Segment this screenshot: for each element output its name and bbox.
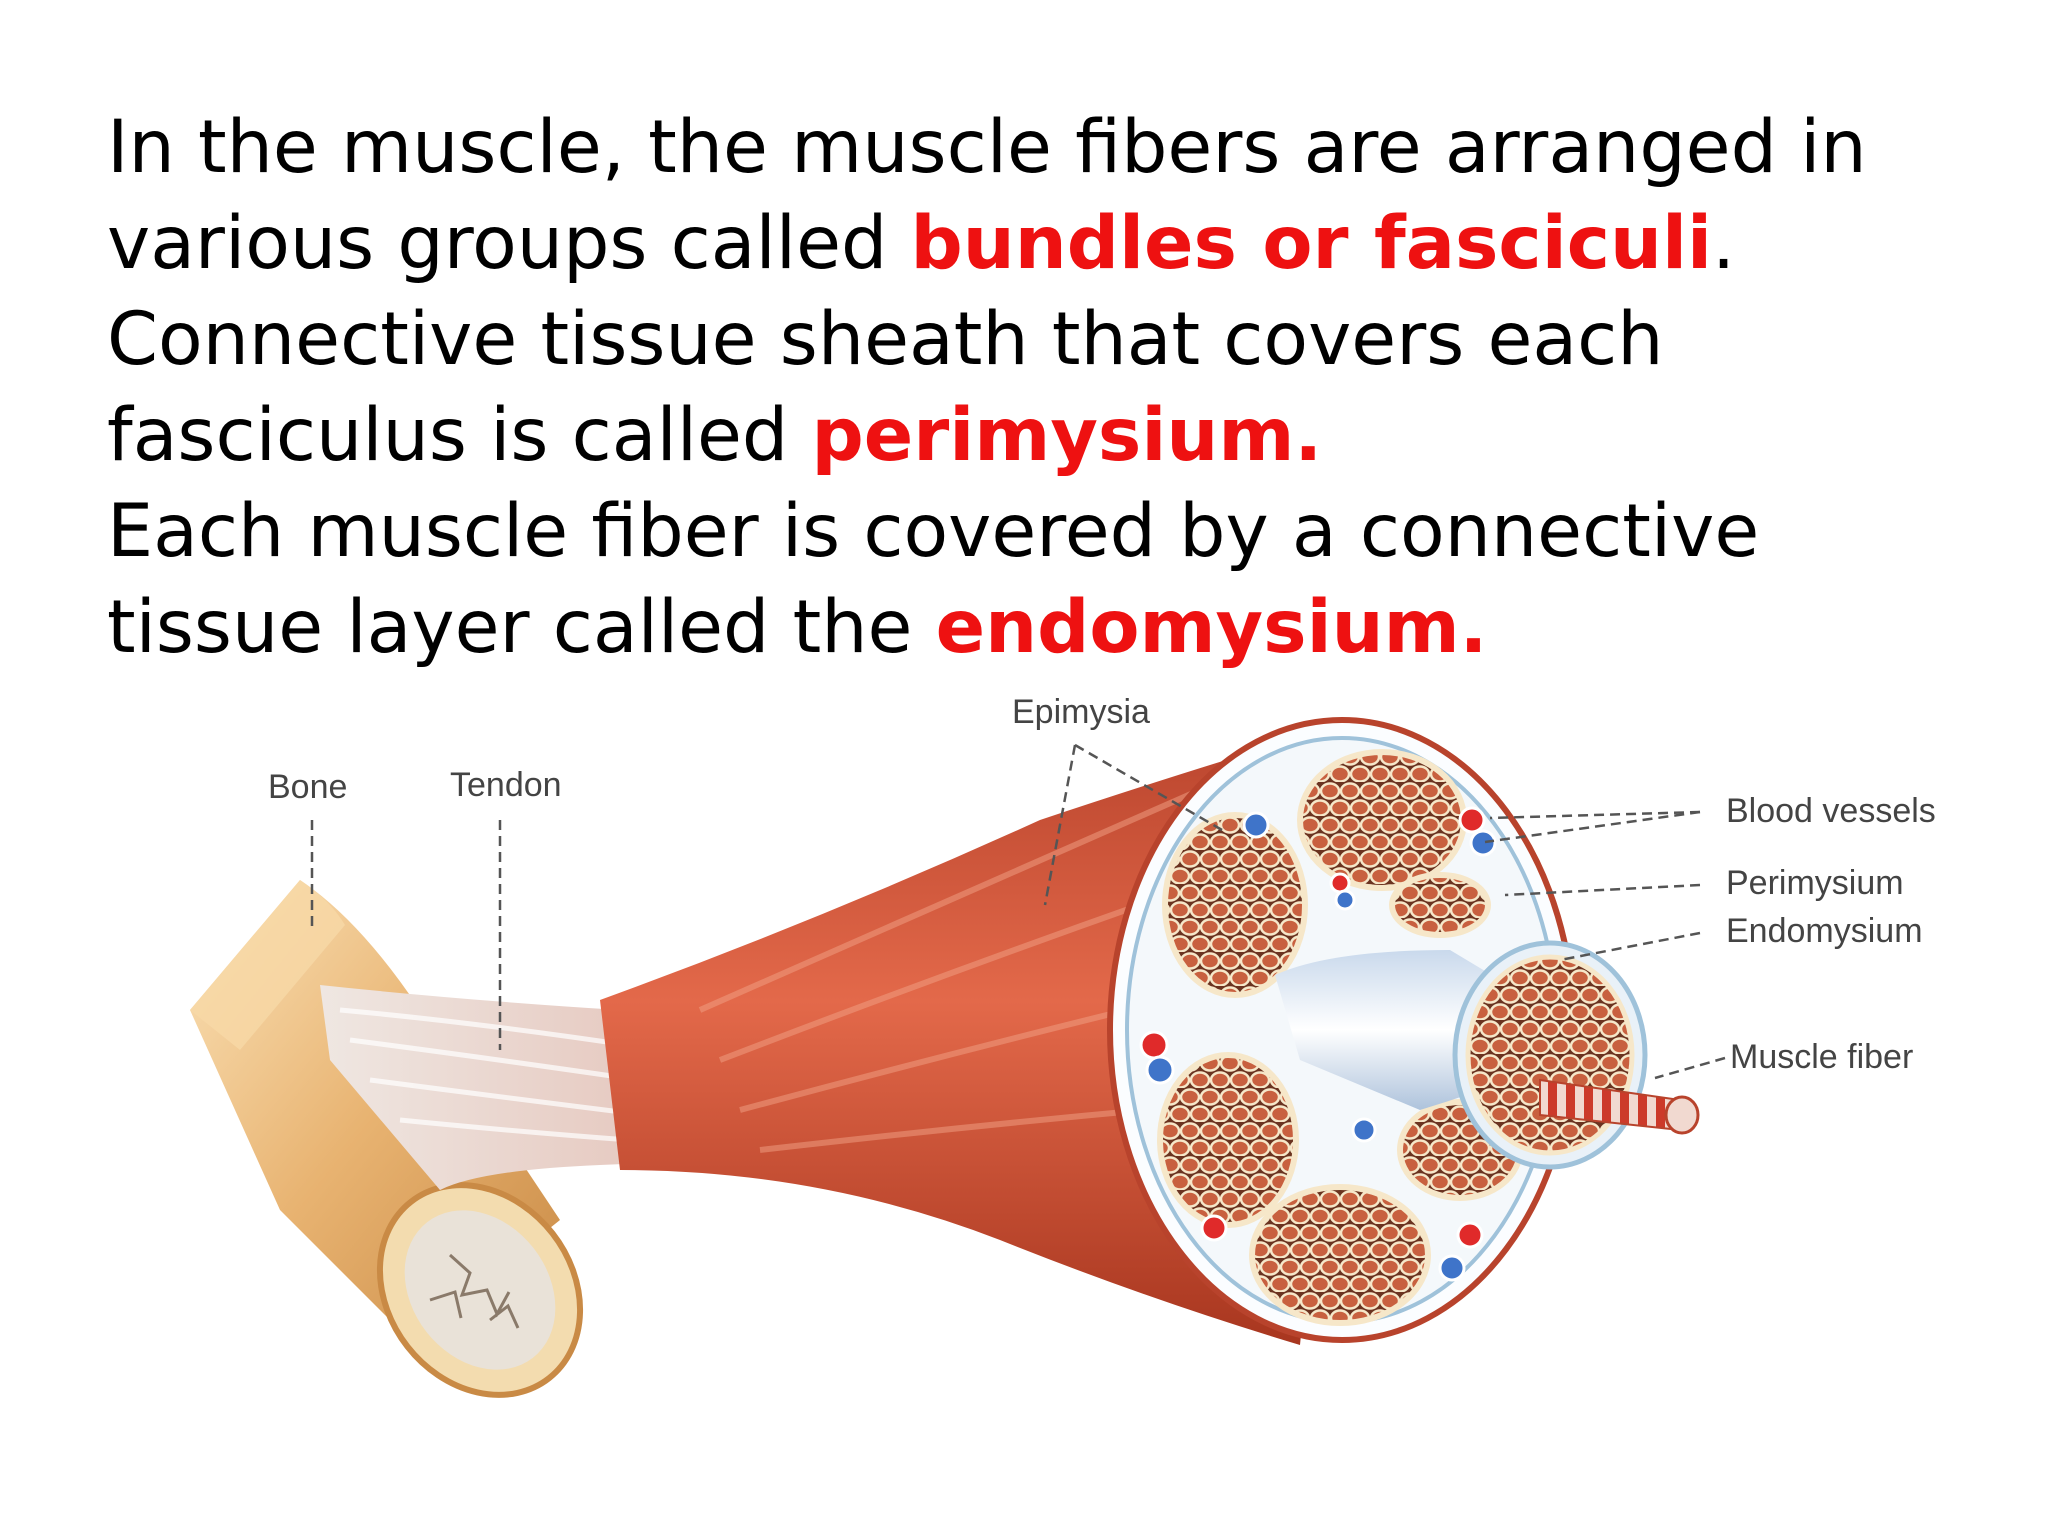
paragraph-endomysium: Each muscle fiber is covered by a connec… — [107, 484, 1987, 676]
label-endomysium: Endomysium — [1726, 912, 1923, 950]
muscle-cross-section — [1107, 717, 1700, 1343]
blood-vessels — [1139, 806, 1497, 1282]
extracted-fascicle — [1452, 940, 1648, 1170]
paragraph-fasciculi: In the muscle, the muscle fibers are arr… — [107, 100, 1987, 292]
label-tendon: Tendon — [450, 766, 562, 804]
fascicle-bundles — [1157, 749, 1523, 1326]
label-bone: Bone — [268, 768, 348, 806]
text-period: . — [1712, 201, 1736, 286]
term-fasciculi: bundles or fasciculi — [910, 201, 1713, 286]
label-perimysium: Perimysium — [1726, 864, 1904, 902]
term-perimysium: perimysium. — [811, 393, 1323, 478]
text-endomysium-intro: Each muscle fiber is covered by a connec… — [107, 489, 1760, 670]
label-muscle-fiber: Muscle fiber — [1730, 1038, 1914, 1076]
muscle-fiber-strand — [1539, 1078, 1700, 1135]
paragraph-perimysium: Connective tissue sheath that covers eac… — [107, 292, 1987, 484]
term-endomysium: endomysium. — [935, 585, 1488, 670]
text-fasciculi-intro: In the muscle, the muscle fibers are arr… — [107, 105, 1867, 286]
label-leader-lines — [310, 743, 1726, 1080]
label-epimysia: Epimysia — [1012, 693, 1150, 731]
label-blood-vessels: Blood vessels — [1726, 792, 1936, 830]
text-perimysium-intro: Connective tissue sheath that covers eac… — [107, 297, 1664, 478]
slide-text: In the muscle, the muscle fibers are arr… — [107, 100, 1987, 676]
